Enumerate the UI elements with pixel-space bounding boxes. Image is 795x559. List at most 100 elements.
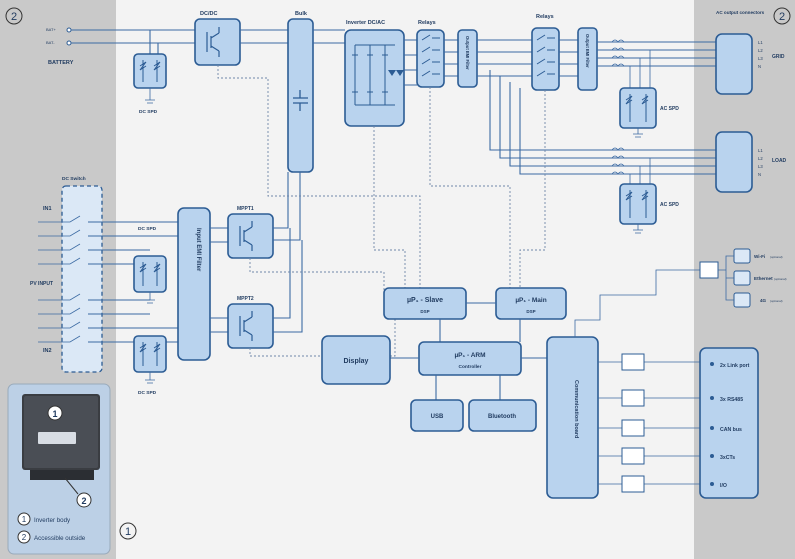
wifi-label: Wi-Fi bbox=[754, 254, 765, 259]
output-emi-filter-1: Output EMI Filter bbox=[457, 29, 478, 88]
dc-spd-mid-label: DC SPD bbox=[138, 226, 157, 232]
mppt1-label: MPPT1 bbox=[237, 206, 254, 212]
comm-ports-panel: 2x Link port 3x RS485 CAN bus 3xCTs I/O bbox=[699, 347, 759, 499]
main-dsp-block: µP₁ - Main DSP bbox=[495, 287, 567, 320]
output-emi-1-label: Output EMI Filter bbox=[465, 36, 470, 70]
ac-spd-2-label: AC SPD bbox=[660, 202, 679, 208]
arm-label: µP₁ - ARM bbox=[454, 352, 485, 359]
bluetooth-block: Bluetooth bbox=[468, 399, 537, 432]
wireless-modules: Wi-Fi (optional) Ethernet (optional) 4G … bbox=[699, 248, 787, 308]
comm-wireless-line bbox=[574, 269, 700, 337]
dc-switch-title: DC Switch bbox=[62, 176, 86, 182]
grid-label: GRID bbox=[772, 54, 785, 60]
svg-text:2: 2 bbox=[81, 496, 86, 506]
bridge-icon bbox=[352, 44, 395, 106]
zone-number-left: 2 bbox=[11, 11, 17, 23]
pv-input-label: PV INPUT bbox=[30, 281, 53, 287]
grid-pin-n: N bbox=[758, 64, 761, 69]
in2-label: IN2 bbox=[43, 348, 52, 354]
arm-links bbox=[390, 357, 547, 400]
grid-pin-l3: L3 bbox=[758, 56, 763, 61]
arm-sub: Controller bbox=[459, 364, 482, 370]
load-pin-n: N bbox=[758, 172, 761, 177]
zone-number-bottom: 1 bbox=[125, 526, 131, 538]
slave-dsp-block: µP₁ - Slave DSP bbox=[383, 287, 467, 320]
output-emi-2-label: Output EMI Filter bbox=[585, 34, 590, 68]
mppt1-block: MPPT1 bbox=[227, 206, 274, 259]
legend-panel: 1 2 1 Inverter body 2 Accessible outside bbox=[7, 383, 111, 555]
phone-icon bbox=[733, 292, 751, 308]
mppt-to-bulk bbox=[273, 172, 303, 333]
4g-note: (optional) bbox=[770, 299, 783, 303]
control-mppt1 bbox=[249, 258, 385, 296]
control-relays2 bbox=[519, 90, 546, 288]
callout-1 bbox=[47, 405, 63, 421]
input-emi-label: Input EMI Filter bbox=[195, 228, 201, 272]
bluetooth-label: Bluetooth bbox=[488, 414, 516, 420]
ac-spd-1-label: AC SPD bbox=[660, 106, 679, 112]
battery-spd-taps bbox=[149, 30, 159, 55]
ethernet-label: Ethernet bbox=[754, 276, 773, 281]
relays-block-2: Relays bbox=[531, 14, 560, 91]
ac-output-title: AC output connectors bbox=[716, 10, 765, 15]
control-dcdc bbox=[217, 65, 421, 290]
dc-spd-top-label: DC SPD bbox=[139, 109, 158, 115]
main-dsp-sub: DSP bbox=[526, 309, 535, 314]
load-pin-l1: L1 bbox=[758, 148, 763, 153]
usb-label: USB bbox=[431, 414, 444, 420]
communication-board: Communication board bbox=[546, 336, 599, 499]
dc-spd-bottom-label: DC SPD bbox=[138, 390, 157, 396]
load-pin-l3: L3 bbox=[758, 164, 763, 169]
svg-text:1: 1 bbox=[52, 409, 57, 419]
bulk-capacitor-block: Bulk bbox=[287, 11, 314, 173]
relays-to-emi bbox=[444, 39, 458, 77]
battery-pin-minus: BAT- bbox=[46, 40, 55, 45]
mppt2-label: MPPT2 bbox=[237, 296, 254, 302]
slave-dsp-sub: DSP bbox=[420, 309, 429, 314]
display-block: Display bbox=[321, 335, 391, 385]
dc-spd-top: DC SPD bbox=[133, 53, 167, 115]
inverter-label: Inverter DC/AC bbox=[346, 20, 385, 26]
grid-pin-l1: L1 bbox=[758, 40, 763, 45]
4g-label: 4G bbox=[760, 298, 767, 303]
control-relays1 bbox=[429, 87, 511, 288]
dcdc-block: DC/DC bbox=[194, 11, 241, 66]
dc-switch: DC Switch IN1 PV INPUT IN2 bbox=[30, 176, 178, 373]
wifi-note: (optional) bbox=[770, 255, 783, 259]
ac-output-connectors: AC output connectors L1 L2 L3 N GRID L1 … bbox=[715, 10, 787, 193]
grid-inductors bbox=[611, 39, 625, 67]
display-label: Display bbox=[344, 358, 369, 365]
input-emi-filter: Input EMI Filter bbox=[177, 207, 211, 361]
mppt2-block: MPPT2 bbox=[227, 296, 274, 349]
load-inductors bbox=[611, 147, 625, 175]
callout-2 bbox=[76, 492, 92, 508]
dsp-to-arm bbox=[439, 319, 521, 342]
zone-number-circle-right bbox=[773, 7, 791, 25]
ac-spd2-taps bbox=[629, 158, 651, 184]
zone-number-right: 2 bbox=[779, 11, 785, 23]
battery-title: BATTERY bbox=[48, 60, 74, 66]
zone-number-circle-left bbox=[5, 7, 23, 25]
port-connectors bbox=[621, 353, 645, 493]
port-cts: 3xCTs bbox=[720, 455, 735, 461]
dc-spd-mid bbox=[133, 255, 167, 304]
switch-icon bbox=[421, 34, 440, 77]
load-output-lines bbox=[489, 70, 752, 175]
port-io: I/O bbox=[720, 483, 727, 489]
relays-block-1: Relays bbox=[416, 20, 445, 88]
main-dsp-label: µP₁ - Main bbox=[515, 297, 546, 304]
inverter-block: Inverter DC/AC bbox=[344, 20, 405, 127]
bulk-to-inverter bbox=[313, 29, 345, 44]
transistor-icon bbox=[206, 27, 220, 57]
relays-2-label: Relays bbox=[536, 14, 554, 20]
slave-dsp-label: µP₁ - Slave bbox=[407, 297, 443, 304]
arm-controller-block: µP₁ - ARM Controller bbox=[418, 341, 522, 376]
ethernet-icon bbox=[733, 270, 751, 286]
relays-1-label: Relays bbox=[418, 20, 436, 26]
legend-item-1-number: 1 bbox=[22, 515, 27, 524]
legend-item-1-text: Inverter body bbox=[34, 517, 71, 524]
grid-output-lines bbox=[597, 41, 752, 67]
zone-number-circle-bottom bbox=[119, 522, 137, 540]
battery-pin-plus: BAT+ bbox=[46, 27, 56, 32]
